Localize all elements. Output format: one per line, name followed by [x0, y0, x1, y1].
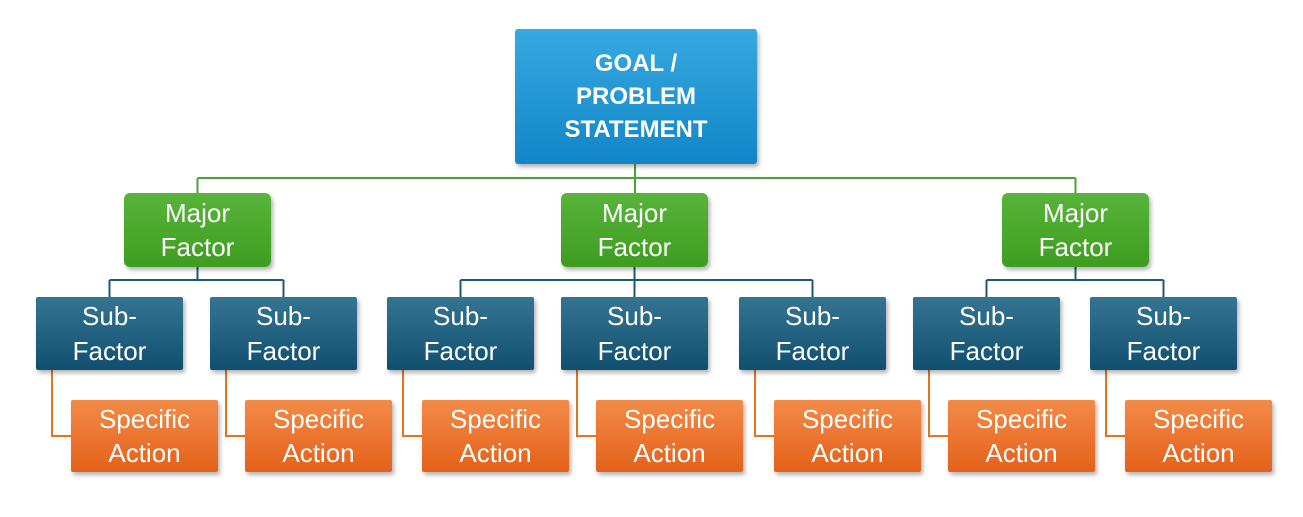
specific-action-node-2: Specific Action: [245, 400, 392, 472]
major-factor-node-3: Major Factor: [1002, 193, 1149, 267]
sub-factor-node-3: Sub- Factor: [387, 297, 534, 370]
major2-to-sub-connector: [459, 267, 814, 298]
specific-action-node-6: Specific Action: [948, 400, 1095, 472]
sub-factor-node-5: Sub- Factor: [739, 297, 886, 370]
specific-action-node-3: Specific Action: [422, 400, 569, 472]
goal-node: GOAL / PROBLEM STATEMENT: [515, 29, 757, 164]
specific-action-node-5: Specific Action: [774, 400, 921, 472]
sub-factor-node-4: Sub- Factor: [561, 297, 708, 370]
major-factor-node-2: Major Factor: [561, 193, 708, 267]
sub-factor-node-2: Sub- Factor: [210, 297, 357, 370]
major3-to-sub-connector: [985, 267, 1165, 298]
goal-to-major-connector: [196, 164, 1077, 194]
sub-factor-node-6: Sub- Factor: [913, 297, 1060, 370]
specific-action-node-4: Specific Action: [596, 400, 743, 472]
sub-factor-node-7: Sub- Factor: [1090, 297, 1237, 370]
sub-factor-node-1: Sub- Factor: [36, 297, 183, 370]
specific-action-node-7: Specific Action: [1125, 400, 1272, 472]
specific-action-node-1: Specific Action: [71, 400, 218, 472]
major-factor-node-1: Major Factor: [124, 193, 271, 267]
major1-to-sub-connector: [108, 267, 285, 298]
